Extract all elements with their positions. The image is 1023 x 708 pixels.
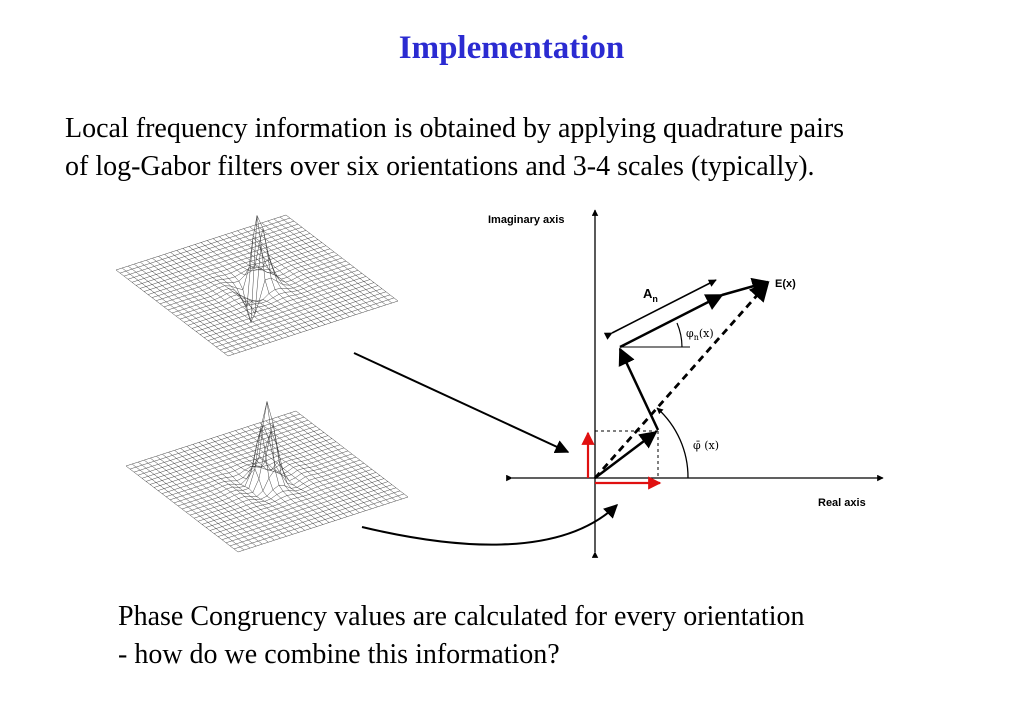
energy-vector (593, 281, 770, 479)
odd-symmetric-log-gabor-filter (115, 214, 399, 357)
odd-filter-connector-arrow (353, 352, 570, 454)
phasor-1 (594, 430, 658, 479)
phasor-4 (721, 277, 770, 297)
slide-title: Implementation (398, 30, 625, 66)
imaginary-axis-label: Imaginary axis (488, 214, 564, 226)
real-axis-label: Real axis (818, 497, 866, 509)
mesh-wireframe (125, 401, 409, 553)
outro-line-2: - how do we combine this information? (118, 639, 560, 670)
even-symmetric-log-gabor-filter (125, 401, 409, 553)
intro-line-1: Local frequency information is obtained … (65, 113, 845, 144)
even-filter-connector-arrow (361, 504, 619, 546)
intro-paragraph: Local frequency information is obtained … (65, 110, 985, 186)
local-phase-label: φn(x) (686, 327, 714, 342)
amplitude-double-arrow (603, 279, 717, 340)
phasor-2 (618, 347, 660, 431)
mean-phase-label: φ̄ (x) (693, 439, 719, 452)
mesh-wireframe (115, 214, 399, 357)
outro-line-1: Phase Congruency values are calculated f… (118, 601, 805, 632)
intro-line-2: of log-Gabor filters over six orientatio… (65, 151, 815, 182)
amplitude-label: An (643, 286, 658, 304)
local-phase-arc (676, 322, 683, 348)
mean-phase-arc (656, 407, 689, 479)
energy-label: E(x) (775, 278, 796, 290)
outro-paragraph: Phase Congruency values are calculated f… (118, 598, 978, 674)
